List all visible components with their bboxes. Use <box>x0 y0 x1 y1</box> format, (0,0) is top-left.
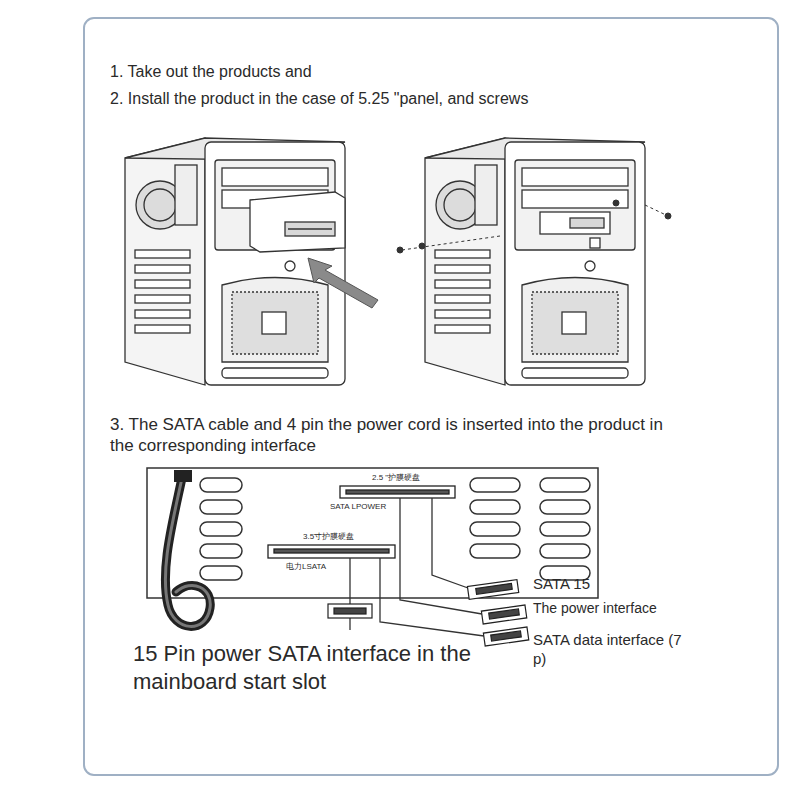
pc-tower <box>475 165 497 225</box>
drive-back-panel <box>200 478 242 492</box>
drive-back-panel <box>147 468 598 598</box>
drive-back-panel <box>200 566 242 580</box>
pc-tower <box>135 265 190 273</box>
screws <box>402 236 500 250</box>
pc-tower <box>435 280 490 288</box>
sata-connector <box>274 549 389 553</box>
drive-back-panel <box>470 544 520 558</box>
screws <box>645 205 668 216</box>
drive-back-panel <box>470 478 520 492</box>
sata-cable <box>174 470 192 482</box>
callout-label: The power interface <box>533 600 657 618</box>
pc-tower <box>222 168 328 186</box>
connector-label: SATA LPOWER <box>330 502 386 512</box>
sata-connector <box>268 486 455 558</box>
pc-tower <box>435 325 490 333</box>
cable-plug <box>476 583 512 594</box>
pc-tower <box>562 312 586 334</box>
pc-tower <box>135 250 190 258</box>
pc-tower <box>250 192 345 252</box>
frame-panel <box>84 18 778 775</box>
cable-plug <box>328 580 529 646</box>
drive-back-panel <box>540 544 590 558</box>
step-text: 3. The SATA cable and 4 pin the power co… <box>110 414 670 457</box>
connector-label: 3.5寸护膜硬盘 <box>303 532 354 542</box>
pc-tower <box>175 165 197 225</box>
drive-back-panel <box>200 522 242 536</box>
pc-tower <box>515 160 635 250</box>
leader-line <box>349 558 350 604</box>
drive-back-panel <box>540 478 590 492</box>
screws <box>397 200 671 253</box>
pc-tower <box>135 280 190 288</box>
pc-tower <box>435 265 490 273</box>
screws <box>419 243 425 249</box>
cable-plug <box>481 605 526 624</box>
cable-plug <box>328 604 372 618</box>
drive-back-panel <box>470 522 520 536</box>
pc-tower <box>285 261 295 271</box>
drive-back-panel <box>540 500 590 514</box>
pc-tower <box>435 295 490 303</box>
sata-cable <box>165 478 210 626</box>
sata-cable <box>165 478 210 626</box>
pc-tower <box>522 168 628 186</box>
sata-connector <box>346 490 449 494</box>
pc-tower <box>232 292 318 354</box>
drive-back-panel <box>200 500 242 514</box>
cable-plug <box>483 627 528 646</box>
pc-tower <box>135 295 190 303</box>
pc-tower <box>540 212 610 234</box>
pc-tower <box>532 292 618 354</box>
step-text: 2. Install the product in the case of 5.… <box>110 89 528 109</box>
pc-tower <box>222 368 328 378</box>
callout-label: SATA 15 <box>533 575 590 594</box>
connector-label: 2.5 "护膜硬盘 <box>372 473 420 483</box>
cable-plug <box>491 631 522 641</box>
cable-plug <box>334 608 366 614</box>
pc-tower <box>585 261 595 271</box>
sata-connector <box>340 486 455 498</box>
cable-plug <box>489 609 520 619</box>
leader-line <box>432 498 468 588</box>
drive-back-panel <box>540 522 590 536</box>
pc-tower <box>135 325 190 333</box>
pc-tower <box>590 238 600 248</box>
pc-tower <box>522 278 628 363</box>
pc-tower <box>505 142 645 385</box>
callout-label: SATA data interface (7 p) <box>533 631 683 669</box>
pc-tower <box>285 222 335 236</box>
insert-arrow <box>308 258 378 308</box>
pc-tower <box>435 310 490 318</box>
drive-back-panel <box>470 500 520 514</box>
pc-tower <box>425 138 645 385</box>
sata-cable <box>165 470 210 626</box>
pc-tower <box>288 228 332 229</box>
cable-plug <box>349 618 350 630</box>
sata-connector <box>268 545 395 558</box>
cable-plug <box>467 580 518 600</box>
screws <box>613 200 619 206</box>
pc-tower <box>262 312 286 334</box>
drive-back-panel <box>147 468 598 598</box>
screws <box>397 247 403 253</box>
pc-tower <box>125 138 205 385</box>
pc-tower <box>522 368 628 378</box>
pc-tower <box>570 218 604 228</box>
pc-tower <box>522 190 628 208</box>
drive-back-panel <box>200 544 242 558</box>
connector-label: 电力LSATA <box>286 562 326 572</box>
screws <box>665 213 671 219</box>
insert-arrow <box>308 258 378 308</box>
pc-tower <box>222 278 328 363</box>
pc-tower <box>444 189 476 221</box>
step-text: 1. Take out the products and <box>110 62 312 82</box>
pc-tower <box>135 310 190 318</box>
pc-tower <box>425 138 505 385</box>
caption-note: 15 Pin power SATA interface in the mainb… <box>133 640 473 695</box>
pc-tower <box>435 250 490 258</box>
pc-tower <box>144 189 176 221</box>
